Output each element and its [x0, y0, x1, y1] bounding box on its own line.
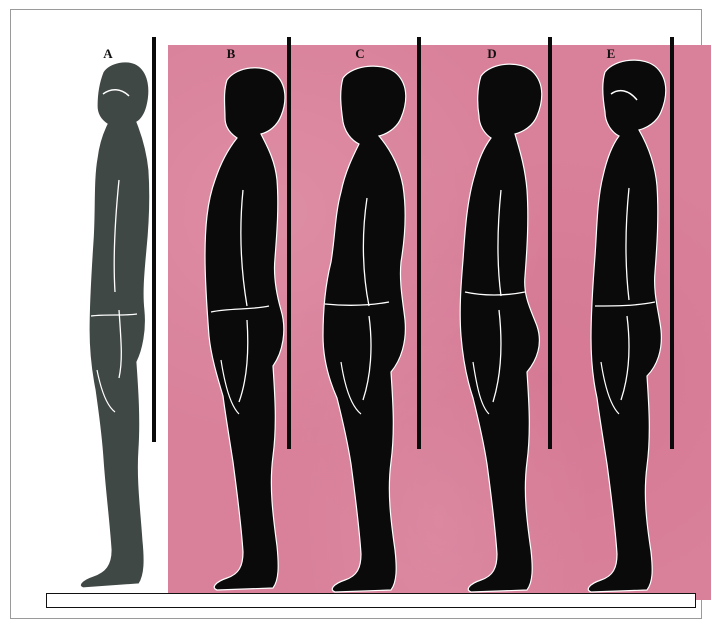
body-b	[205, 68, 285, 590]
silhouette-c	[323, 66, 406, 592]
silhouette-d	[460, 64, 542, 592]
silhouette-a	[80, 62, 150, 588]
silhouette-b	[205, 68, 285, 590]
posture-diagram: A B C D E	[10, 9, 702, 619]
floor-base	[46, 593, 696, 608]
body-c	[323, 66, 406, 592]
body-e	[588, 60, 666, 592]
silhouettes	[11, 10, 703, 620]
body-a	[80, 62, 150, 588]
silhouette-e	[588, 60, 666, 592]
